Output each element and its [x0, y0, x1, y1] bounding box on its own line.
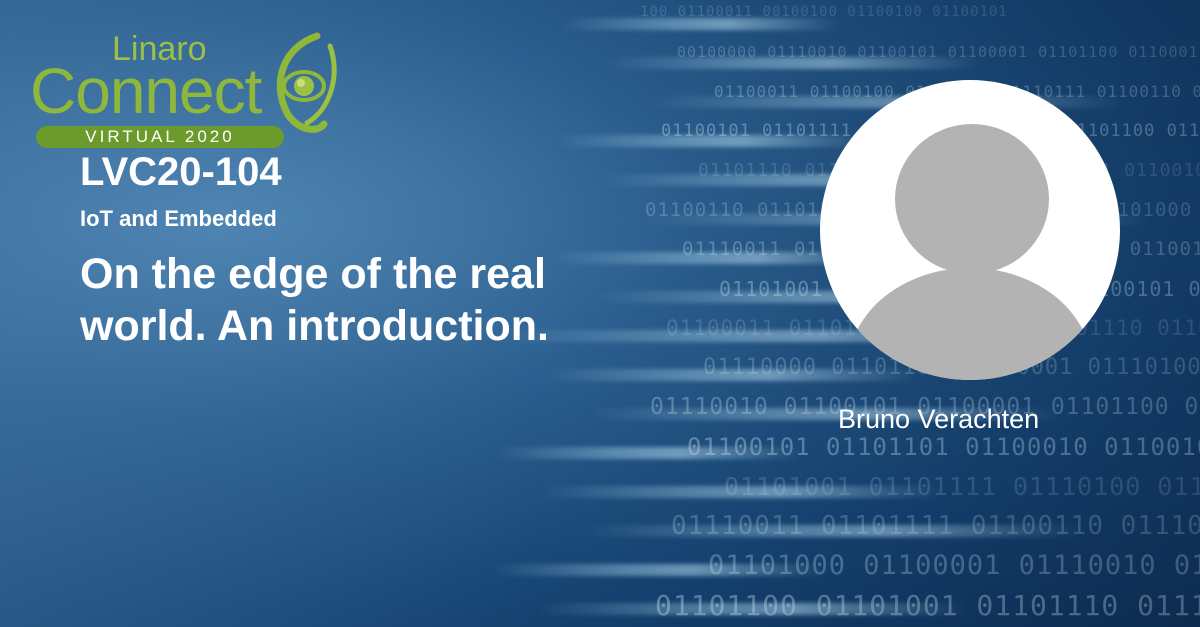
logo-connect-text: Connect — [30, 55, 262, 127]
background-streak — [590, 408, 1060, 420]
background-streak — [540, 486, 944, 498]
background-streak — [495, 447, 802, 459]
binary-row: 01110011 01101111 01100110 01110100 0111… — [671, 511, 1200, 541]
binary-row: 01101000 01100001 01110010 01100100 0111… — [708, 550, 1200, 581]
background-streak — [535, 603, 970, 615]
binary-row: 01100101 01101101 01100010 01100101 0110… — [687, 433, 1200, 461]
session-title: On the edge of the real world. An introd… — [80, 250, 549, 350]
virtual-2020-badge: VIRTUAL 2020 — [36, 126, 284, 148]
logo-linaro-text: Linaro — [112, 30, 207, 68]
background-streak — [605, 57, 982, 69]
speaker-name: Bruno Verachten — [838, 404, 1040, 434]
binary-row: 01101001 01101111 01110100 01101110 0110… — [724, 472, 1200, 501]
avatar-body-shape — [848, 268, 1092, 380]
background-streak — [550, 252, 892, 264]
binary-row: 01110010 01100101 01100001 01101100 0111… — [650, 394, 1200, 420]
speaker-avatar — [820, 80, 1120, 380]
background-streak — [490, 564, 828, 576]
binary-row: 00100000 01110010 01100101 01100001 0110… — [677, 43, 1200, 61]
background-streak — [545, 369, 918, 381]
default-user-avatar-icon — [895, 124, 1049, 274]
binary-row: 01101100 01101001 01101110 01110101 0111… — [655, 589, 1200, 622]
background-streak — [555, 135, 866, 147]
session-track: IoT and Embedded — [80, 206, 277, 231]
background-streak — [585, 525, 1086, 537]
connect-swirl-icon — [276, 32, 337, 133]
binary-row: 100 01100011 00100100 01100100 01100101 — [640, 4, 1008, 20]
session-id: LVC20-104 — [80, 150, 282, 194]
background-streak — [560, 18, 840, 30]
linaro-connect-logo: Linaro Connect VIRTUAL 2020 — [30, 28, 340, 152]
